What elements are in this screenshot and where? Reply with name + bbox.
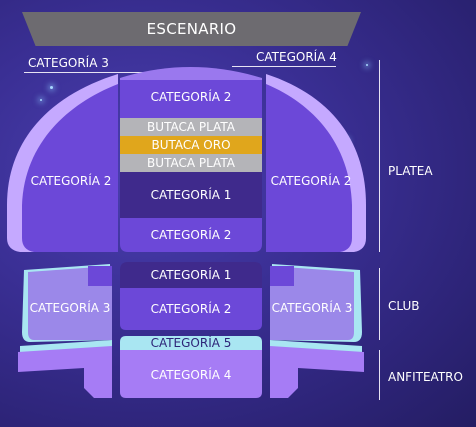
club-left-corner[interactable] bbox=[88, 266, 112, 286]
section-label-club: CLUB bbox=[388, 299, 420, 313]
platea-left-wing-label: CATEGORÍA 2 bbox=[30, 174, 112, 188]
label-top-right-category: CATEGORÍA 4 bbox=[256, 50, 337, 64]
anfiteatro-cat5-label: CATEGORÍA 5 bbox=[150, 336, 232, 350]
platea-center-cat1[interactable] bbox=[120, 172, 262, 218]
platea-plata-bottom-label: BUTACA PLATA bbox=[147, 156, 235, 170]
star-decoration bbox=[366, 64, 368, 66]
platea-right-wing-label: CATEGORÍA 2 bbox=[270, 174, 352, 188]
platea-left-wing[interactable] bbox=[22, 84, 118, 252]
label-top-left-category: CATEGORÍA 3 bbox=[28, 56, 109, 70]
anfiteatro-right[interactable] bbox=[270, 346, 364, 398]
section-label-anfiteatro: ANFITEATRO bbox=[388, 370, 463, 384]
stage: ESCENARIO bbox=[22, 12, 361, 46]
label-line bbox=[232, 66, 336, 67]
section-label-platea: PLATEA bbox=[388, 164, 433, 178]
club-center-cat2-label: CATEGORÍA 2 bbox=[150, 302, 232, 316]
platea-right-wing[interactable] bbox=[266, 84, 352, 252]
club-center-cat1-label: CATEGORÍA 1 bbox=[150, 268, 232, 282]
platea-center-cat2-bottom-label: CATEGORÍA 2 bbox=[150, 228, 232, 242]
platea-oro-label: BUTACA ORO bbox=[151, 138, 231, 152]
platea-center-cat2-top[interactable] bbox=[120, 80, 262, 118]
anfiteatro-left[interactable] bbox=[18, 346, 112, 398]
section-divider-club bbox=[379, 268, 380, 340]
anfiteatro-cat5[interactable] bbox=[120, 336, 262, 350]
platea-center-cat1-label: CATEGORÍA 1 bbox=[150, 188, 232, 202]
platea-center-cat2-top-label: CATEGORÍA 2 bbox=[150, 90, 232, 104]
label-line bbox=[24, 72, 162, 73]
platea-plata-top-label: BUTACA PLATA bbox=[147, 120, 235, 134]
stage-label: ESCENARIO bbox=[146, 20, 237, 38]
section-divider-platea bbox=[379, 60, 380, 252]
club-left-label: CATEGORÍA 3 bbox=[29, 301, 111, 315]
club-center-cat2[interactable] bbox=[120, 288, 262, 330]
anfiteatro-cat4[interactable] bbox=[120, 350, 262, 398]
platea-center-cat2-bottom[interactable] bbox=[120, 218, 262, 252]
club-right-label: CATEGORÍA 3 bbox=[271, 301, 353, 315]
platea-oro[interactable] bbox=[120, 136, 262, 154]
club-center-cat1[interactable] bbox=[120, 262, 262, 288]
section-divider-anfiteatro bbox=[379, 350, 380, 400]
star-decoration bbox=[50, 86, 53, 89]
platea-plata-bottom[interactable] bbox=[120, 154, 262, 172]
star-decoration bbox=[40, 99, 42, 101]
platea-plata-top[interactable] bbox=[120, 118, 262, 136]
anfiteatro-cat4-label: CATEGORÍA 4 bbox=[150, 368, 232, 382]
club-right-corner[interactable] bbox=[270, 266, 294, 286]
